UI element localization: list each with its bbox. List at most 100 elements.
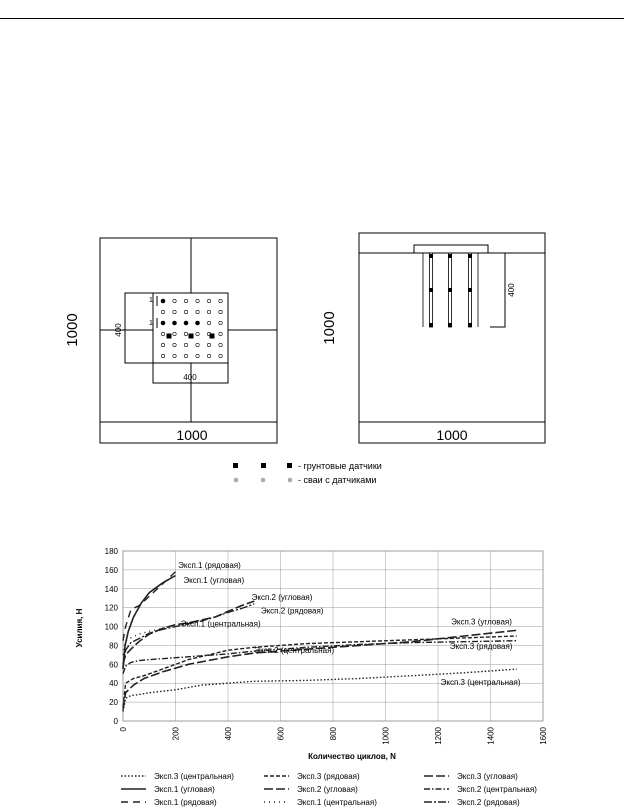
x-tick-label: 800 bbox=[329, 726, 338, 740]
y-tick-label: 60 bbox=[109, 660, 118, 669]
pile-sensor bbox=[448, 323, 452, 327]
y-tick-label: 140 bbox=[105, 585, 119, 594]
y-tick-label: 100 bbox=[105, 623, 119, 632]
legend-label: Эксп.2 (угловая) bbox=[297, 785, 358, 794]
y-tick-label: 180 bbox=[105, 547, 119, 556]
legend-label: Эксп.3 (рядовая) bbox=[297, 772, 360, 781]
pile-marker bbox=[195, 320, 200, 326]
series-line bbox=[122, 635, 517, 707]
section-outline bbox=[358, 232, 546, 444]
pile-marker bbox=[207, 342, 212, 347]
x-tick-label: 0 bbox=[119, 726, 128, 731]
x-tick-label: 400 bbox=[224, 726, 233, 740]
scheme-legend: - грунтовые датчики - сваи с датчиками bbox=[233, 461, 382, 485]
pile-sensor bbox=[429, 254, 433, 258]
y-tick-label: 80 bbox=[109, 641, 118, 650]
x-tick-label: 600 bbox=[277, 726, 286, 740]
pile-marker bbox=[195, 342, 200, 347]
pile-marker bbox=[161, 309, 166, 314]
section-width-label: 1000 bbox=[436, 427, 467, 443]
x-tick-label: 1600 bbox=[539, 726, 548, 744]
pile-sensor-marker bbox=[287, 477, 293, 483]
pile-marker bbox=[172, 331, 177, 336]
y-tick-label: 120 bbox=[105, 604, 119, 613]
plan-view bbox=[99, 237, 278, 444]
legend-label: Эксп.3 (угловая) bbox=[457, 772, 518, 781]
x-axis-label: Количество циклов, N bbox=[308, 752, 396, 761]
x-tick-label: 1000 bbox=[382, 726, 391, 744]
legend-label: Эксп.2 (рядовая) bbox=[457, 798, 520, 807]
soil-sensors-label: - грунтовые датчики bbox=[298, 461, 382, 471]
pile-marker bbox=[218, 320, 223, 325]
pile-marker bbox=[195, 331, 200, 336]
pile-grid bbox=[160, 298, 223, 358]
pile-sensor-marker bbox=[260, 477, 266, 483]
soil-sensor-marker bbox=[209, 333, 215, 339]
chart-annotations: Эксп.1 (рядовая) Эксп.1 (угловая) Эксп.2 (… bbox=[178, 561, 521, 687]
legend-label: Эксп.1 (рядовая) bbox=[154, 798, 217, 807]
pile-sensor bbox=[468, 254, 472, 258]
pile-marker bbox=[172, 309, 177, 314]
series-annotation: Эксп.1 (центральная) bbox=[181, 620, 261, 629]
grid-height-label: 400 bbox=[114, 323, 123, 337]
pile-marker bbox=[172, 342, 177, 347]
pile-sensor bbox=[468, 323, 472, 327]
chart-legend: Эксп.3 (центральная) Эксп.3 (рядовая) Эксп… bbox=[121, 772, 537, 807]
plan-height-label: 1000 bbox=[64, 313, 81, 346]
legend-label: Эксп.2 (центральная) bbox=[457, 785, 537, 794]
grid-width-label: 400 bbox=[183, 373, 197, 382]
pile-marker bbox=[195, 309, 200, 314]
legend-label: Эксп.1 (угловая) bbox=[154, 785, 215, 794]
series-annotation: Эксп.3 (центральная) bbox=[441, 678, 521, 687]
pile-marker bbox=[184, 298, 189, 303]
series-annotation: Эксп.1 (угловая) bbox=[183, 576, 244, 585]
pile-marker bbox=[161, 353, 166, 358]
pile-marker bbox=[207, 320, 212, 325]
pile-sensor-marker bbox=[233, 477, 239, 483]
pile-marker bbox=[184, 309, 189, 314]
y-tick-label: 160 bbox=[105, 566, 119, 575]
legend-label: Эксп.3 (центральная) bbox=[154, 772, 234, 781]
pile-marker bbox=[195, 353, 200, 358]
pile-length-dim bbox=[490, 252, 506, 328]
series-annotation: Эксп.2 (угловая) bbox=[252, 593, 313, 602]
chart-series bbox=[122, 571, 517, 712]
plot-area bbox=[122, 550, 544, 722]
pile-marker bbox=[218, 342, 223, 347]
pile-marker bbox=[184, 342, 189, 347]
soil-sensor-marker bbox=[287, 463, 292, 468]
pile-sensor bbox=[448, 254, 452, 258]
pile-marker bbox=[218, 353, 223, 358]
pile-marker bbox=[160, 298, 166, 304]
pile-grid-frame bbox=[152, 292, 229, 364]
series-line bbox=[122, 600, 255, 665]
pile-sensor bbox=[429, 323, 433, 327]
grid-dim-bottom bbox=[152, 363, 229, 384]
y-tick-label: 40 bbox=[109, 679, 118, 688]
series-annotation: Эксп.2 (рядовая) bbox=[261, 606, 324, 615]
plan-width-label: 1000 bbox=[176, 427, 207, 443]
legend-label: Эксп.1 (центральная) bbox=[297, 798, 377, 807]
series-annotation: Эксп.1 (рядовая) bbox=[178, 561, 241, 570]
y-axis-label: Усилия, Н bbox=[75, 608, 84, 647]
page-header-rule bbox=[0, 18, 624, 19]
series-annotation: Эксп.3 (угловая) bbox=[451, 618, 512, 627]
pile-marker bbox=[207, 298, 212, 303]
pile-marker bbox=[207, 309, 212, 314]
pile-marker bbox=[172, 353, 177, 358]
x-tick-label: 200 bbox=[172, 726, 181, 740]
pile-marker bbox=[184, 331, 189, 336]
section-height-label: 1000 bbox=[321, 311, 338, 344]
x-tick-label: 1400 bbox=[487, 726, 496, 744]
section-view bbox=[358, 232, 546, 444]
x-tick-label: 1200 bbox=[434, 726, 443, 744]
soil-sensor-marker bbox=[188, 333, 194, 339]
soil-sensor-marker bbox=[166, 333, 172, 339]
dim-b-label: 1 bbox=[149, 320, 153, 327]
pile-marker bbox=[172, 320, 177, 326]
pile-marker bbox=[160, 320, 166, 326]
pile-marker bbox=[161, 331, 166, 336]
series-line bbox=[122, 574, 176, 670]
y-tick-label: 0 bbox=[114, 717, 119, 726]
series-line bbox=[122, 629, 517, 710]
